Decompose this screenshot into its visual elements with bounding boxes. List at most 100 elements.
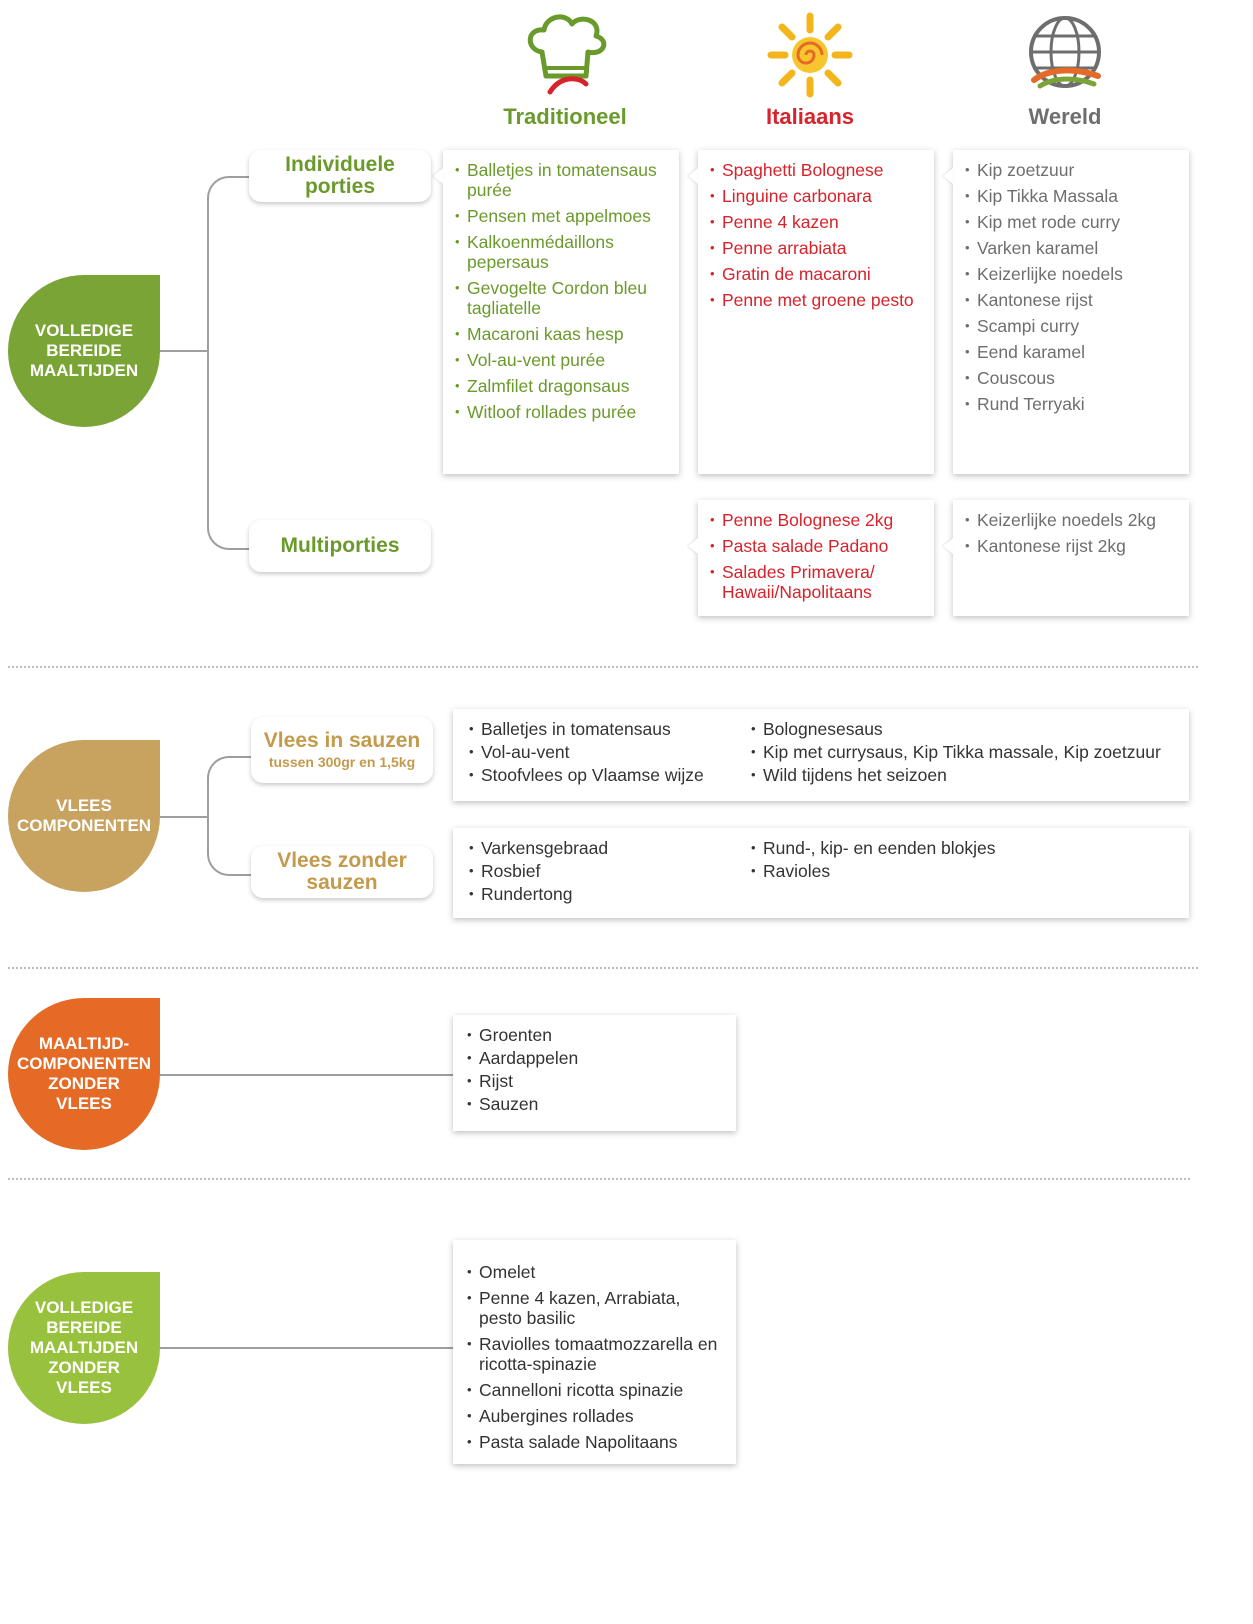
list-item: Penne 4 kazen [710,212,924,232]
list-item: Vol-au-vent [469,742,739,762]
list-item: Spaghetti Bolognese [710,160,924,180]
list-item: Pasta salade Padano [710,536,924,556]
subcategory-label: Vlees in sauzen [263,729,421,752]
list-item: Vol-au-vent purée [455,350,669,370]
list-item: Kantonese rijst [965,290,1179,310]
globe-icon [1029,16,1101,89]
category-title-line: COMPONENTEN [16,1054,152,1073]
list-item: Bolognesesaus [751,719,1181,739]
subcategory-label-line: porties [304,175,375,198]
list-item: Couscous [965,368,1179,388]
connector-bracket [207,756,253,876]
list-item: Salades Primavera/ Hawaii/Napolitaans [710,562,924,602]
list-item: Stoofvlees op Vlaamse wijze [469,765,739,785]
connector-bracket [207,176,251,550]
list-item: Witloof rollades purée [455,402,669,422]
list-item: Penne 4 kazen, Arrabiata, pesto basilic [467,1288,724,1328]
list-item: Zalmfilet dragonsaus [455,376,669,396]
category-title-line: ZONDER [48,1074,120,1093]
category-title-line: BEREIDE [46,1318,122,1337]
list-item: Balletjes in tomatensaus [469,719,739,739]
list-item: Balletjes in tomatensaus purée [455,160,669,200]
column-label: Traditioneel [503,104,627,129]
list-item: Eend karamel [965,342,1179,362]
list-item: Keizerlijke noedels 2kg [965,510,1179,530]
connector-line [160,816,208,818]
list-item: Wild tijdens het seizoen [751,765,1181,785]
list-item: Gratin de macaroni [710,264,924,284]
subcategory-label: Multiporties [280,534,400,557]
column-wereld: Wereld [965,10,1165,130]
list-item: Pensen met appelmoes [455,206,669,226]
subcategory-meat-without-sauce: Vlees zonder sauzen [251,846,433,898]
connector-line [160,1074,453,1076]
connector-line [160,350,208,352]
list-item: Keizerlijke noedels [965,264,1179,284]
list-item: Omelet [467,1262,724,1282]
list-box-multi-italiaans: Penne Bolognese 2kg Pasta salade Padano … [688,500,934,616]
list-item: Macaroni kaas hesp [455,324,669,344]
column-traditioneel: Traditioneel [465,10,665,130]
category-veggie: VOLLEDIGE BEREIDE MAALTIJDEN ZONDER VLEE… [8,1272,160,1424]
list-box-meat-without-sauce: Varkensgebraad Rosbief Rundertong Rund-,… [453,828,1189,918]
list-item: Sauzen [467,1094,724,1114]
box-pointer [433,168,443,184]
column-label: Wereld [1028,104,1102,129]
category-title-line: VLEES [56,1094,112,1113]
category-full-meals: VOLLEDIGE BEREIDE MAALTIJDEN [8,275,160,427]
list-item: Rund-, kip- en eenden blokjes [751,838,1181,858]
list-item: Kip Tikka Massala [965,186,1179,206]
section-divider [8,967,1198,969]
list-box-traditioneel: Balletjes in tomatensaus purée Pensen me… [433,150,679,474]
section-divider [8,1178,1190,1180]
connector-line [160,1347,453,1349]
list-box-multi-wereld: Keizerlijke noedels 2kg Kantonese rijst … [943,500,1189,616]
list-item: Rund Terryaki [965,394,1179,414]
list-item: Rijst [467,1071,724,1091]
list-item: Kip met rode curry [965,212,1179,232]
category-title-line: MAALTIJDEN [29,1338,139,1357]
list-item: Kip zoetzuur [965,160,1179,180]
box-pointer [943,538,953,554]
sun-icon [767,12,853,98]
subcategory-meat-with-sauce: Vlees in sauzen tussen 300gr en 1,5kg [251,717,433,783]
box-pointer [688,538,698,554]
list-item: Linguine carbonara [710,186,924,206]
list-item: Gevogelte Cordon bleu tagliatelle [455,278,669,318]
list-item: Aardappelen [467,1048,724,1068]
column-label: Italiaans [765,104,855,129]
list-item: Varken karamel [965,238,1179,258]
list-item: Groenten [467,1025,724,1045]
subcategory-label-line: Vlees zonder [277,849,407,872]
list-item: Aubergines rollades [467,1406,724,1426]
category-components: MAALTIJD- COMPONENTEN ZONDER VLEES [8,998,160,1150]
subcategory-label-line: sauzen [306,871,378,894]
category-title-line: MAALTIJD- [38,1034,130,1053]
list-item: Kantonese rijst 2kg [965,536,1179,556]
list-item: Pasta salade Napolitaans [467,1432,724,1452]
list-item: Penne arrabiata [710,238,924,258]
box-pointer [688,168,698,184]
subcategory-multi: Multiporties [249,520,431,572]
list-box-veggie: Omelet Penne 4 kazen, Arrabiata, pesto b… [453,1240,736,1464]
list-item: Rosbief [469,861,739,881]
category-title-line: ZONDER [48,1358,120,1377]
category-meat: VLEES COMPONENTEN [8,740,160,892]
subcategory-label-line: Individuele [285,153,395,176]
list-box-wereld: Kip zoetzuur Kip Tikka Massala Kip met r… [943,150,1189,474]
list-item: Kalkoenmédaillons pepersaus [455,232,669,272]
list-item: Ravioles [751,861,1181,881]
list-item: Rundertong [469,884,739,904]
category-title-line: VLEES [56,796,112,815]
chef-hat-icon [527,14,607,95]
list-item: Varkensgebraad [469,838,739,858]
category-title-line: VOLLEDIGE [34,1298,134,1317]
category-title-line: BEREIDE [46,341,122,360]
list-item: Penne Bolognese 2kg [710,510,924,530]
category-title-line: COMPONENTEN [16,816,152,835]
category-title-line: VOLLEDIGE [34,321,134,340]
category-title-line: MAALTIJDEN [29,361,139,380]
list-item: Scampi curry [965,316,1179,336]
category-title-line: VLEES [56,1378,112,1397]
subcategory-individual: Individuele porties [249,150,431,202]
